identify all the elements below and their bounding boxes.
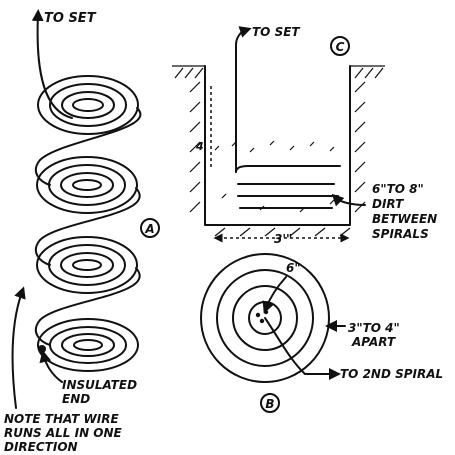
to-set-label-a: TO SET: [44, 11, 97, 26]
ground-surface-right: [350, 65, 385, 79]
spiral-layers: [235, 165, 341, 209]
spacing-arrow: [331, 193, 366, 207]
lead-wire-to-set-c: [235, 26, 252, 173]
note-line-2: RUNS ALL IN ONE: [4, 426, 123, 440]
width-dimension: 3'": [213, 232, 350, 246]
to-second-spiral-label: TO 2ND SPIRAL: [340, 367, 443, 381]
marker-a-label: A: [144, 222, 154, 236]
coil-2: [36, 156, 138, 214]
apart-label-1: 3"TO 4": [348, 321, 400, 335]
spacing-label-2: DIRT: [372, 197, 404, 211]
trench-hatch-right: [354, 81, 366, 213]
note-line-1: NOTE THAT WIRE: [4, 412, 119, 426]
coil-1: [37, 75, 139, 135]
section-c: TO SET 4' 3'" 6"TO 8" DIRT BETWEEN SPIRA…: [172, 25, 437, 246]
marker-a-circle: [140, 218, 160, 238]
to-set-label-c: TO SET: [252, 25, 300, 39]
depth-label: 4': [195, 140, 207, 153]
trench-wall: [204, 65, 351, 226]
insulated-end-label-1: INSULATED: [62, 378, 137, 392]
marker-b-label: B: [265, 397, 274, 411]
to-second-spiral-wire: [264, 317, 341, 380]
insulated-end-label-2: END: [62, 392, 90, 406]
insulated-end-arrow: [39, 350, 63, 383]
trench-hatch-left: [189, 81, 201, 213]
lead-wire-to-set-a: [31, 9, 73, 119]
width-label: 3'": [274, 232, 292, 246]
connecting-wire: [34, 107, 142, 346]
section-b: 6" 3"TO 4" APART TO 2ND SPIRAL B: [200, 253, 443, 413]
spiral-plan: [200, 253, 330, 383]
note-line-3: DIRECTION: [4, 440, 78, 454]
note-arrow: [11, 286, 26, 409]
center-arrow: [262, 276, 287, 314]
marker-b-circle: [260, 393, 280, 413]
ground-surface-left: [172, 65, 205, 79]
marker-c-circle: [330, 36, 350, 56]
center-label: 6": [286, 261, 301, 275]
coil-3: [36, 236, 138, 294]
dirt-fill: [214, 140, 335, 213]
section-a: TO SET: [4, 9, 160, 454]
spacing-label-1: 6"TO 8": [372, 182, 424, 196]
spacing-label-3: BETWEEN: [372, 212, 437, 226]
spacing-label-4: SPIRALS: [372, 227, 429, 241]
insulated-end-dot: [38, 345, 46, 353]
coil-4: [37, 318, 139, 372]
marker-c-label: C: [336, 40, 345, 54]
depth-dimension: 4': [195, 86, 212, 168]
apart-label-2: APART: [351, 335, 396, 349]
